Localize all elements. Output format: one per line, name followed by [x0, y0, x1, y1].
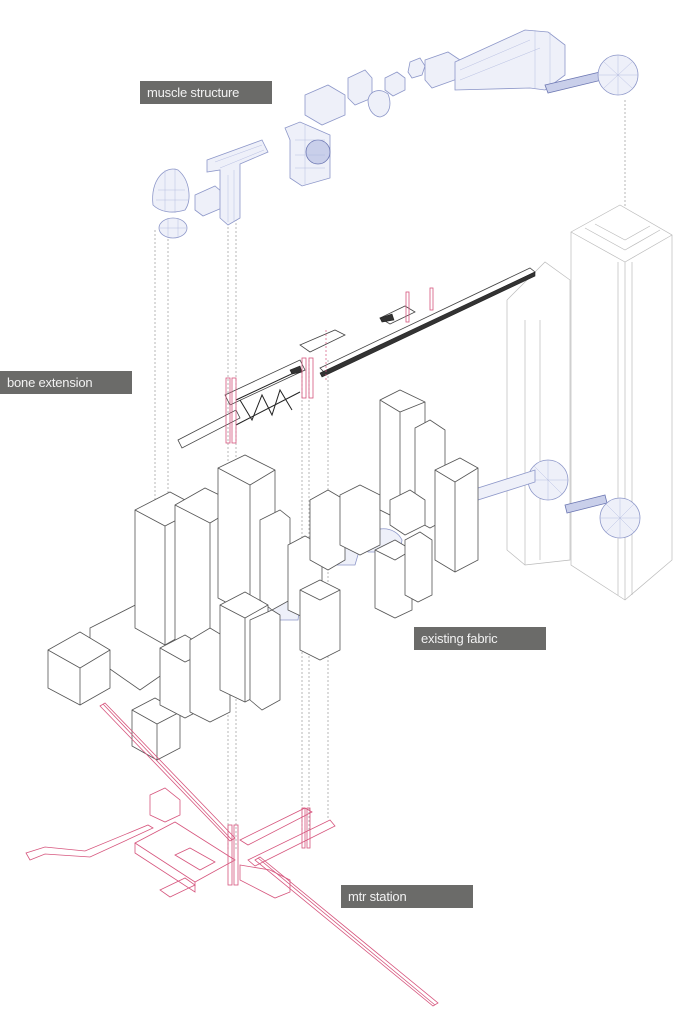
label-existing-fabric: existing fabric — [414, 627, 546, 650]
existing-fabric — [47, 389, 479, 761]
tower-right — [506, 204, 673, 601]
bone-extension — [177, 267, 536, 449]
label-mtr-station: mtr station — [341, 885, 473, 908]
label-bone-extension: bone extension — [0, 371, 132, 394]
label-muscle-structure: muscle structure — [140, 81, 272, 104]
mtr-station — [25, 702, 439, 1007]
